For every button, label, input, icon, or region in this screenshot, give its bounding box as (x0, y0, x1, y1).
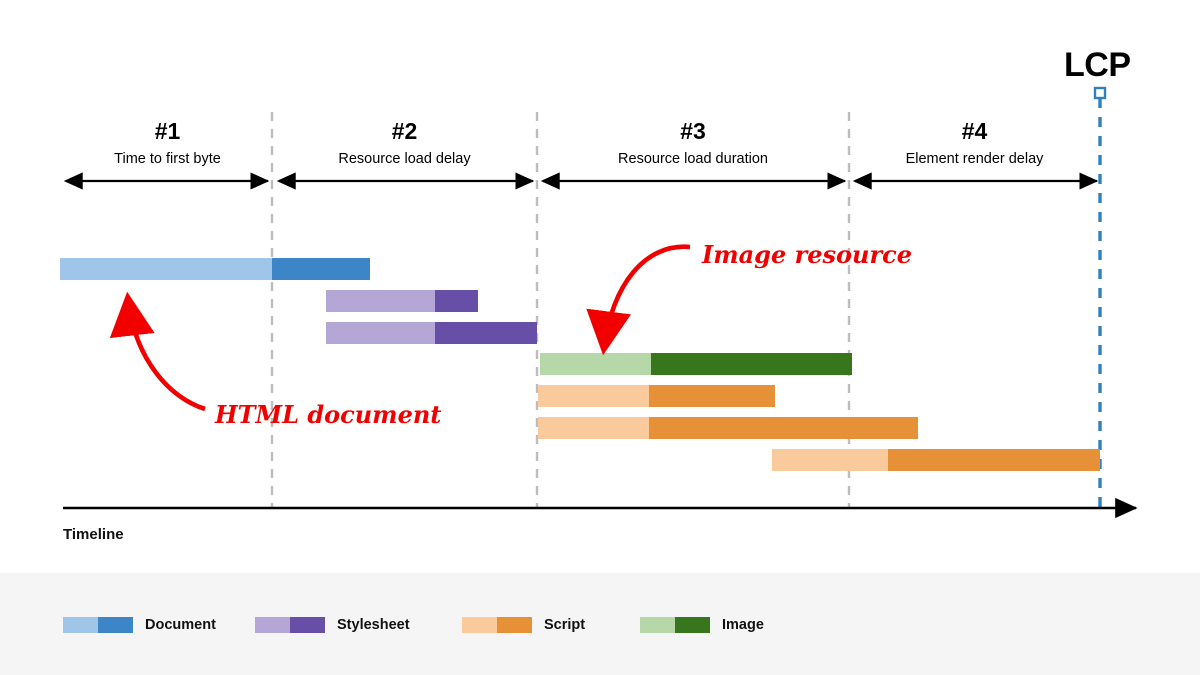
legend-swatch-script (462, 617, 532, 633)
bar-stylesheet-1 (326, 290, 478, 312)
phase-4-label: Element render delay (905, 151, 1044, 167)
annotation-arrow-image-resource (586, 244, 691, 356)
bar-script-3 (772, 449, 1100, 471)
legend-item-image: Image (640, 617, 764, 633)
bar-image (540, 353, 852, 375)
legend-item-document: Document (63, 617, 216, 633)
lcp-label: LCP (1064, 46, 1131, 84)
annotation-image-resource: Image resource (702, 240, 912, 269)
legend-label-document: Document (145, 617, 216, 633)
legend-swatch-stylesheet (255, 617, 325, 633)
legend-item-stylesheet: Stylesheet (255, 617, 410, 633)
legend-swatch-document (63, 617, 133, 633)
annotation-arrow-html-document (109, 291, 206, 412)
phase-dividers (270, 112, 851, 508)
legend-label-image: Image (722, 617, 764, 633)
phase-2-label: Resource load delay (338, 151, 471, 167)
lcp-marker-line (1093, 86, 1107, 508)
phase-3-label: Resource load duration (618, 151, 768, 167)
bar-script-2 (538, 417, 918, 439)
annotation-html-document: HTML document (215, 400, 442, 429)
legend-label-stylesheet: Stylesheet (337, 617, 410, 633)
phase-4-number: #4 (961, 118, 988, 144)
bar-stylesheet-2 (326, 322, 537, 344)
bar-document (60, 258, 370, 280)
bar-script-1 (538, 385, 775, 407)
legend-item-script: Script (462, 617, 585, 633)
timeline-axis-label: Timeline (63, 526, 124, 543)
legend-band (0, 573, 1200, 675)
legend-label-script: Script (544, 617, 586, 633)
phase-1-label: Time to first byte (114, 151, 221, 167)
phase-2-number: #2 (391, 118, 418, 144)
phase-3-number: #3 (680, 118, 706, 144)
legend-swatch-image (640, 617, 710, 633)
waterfall-bars (60, 258, 1100, 471)
phase-1-number: #1 (154, 118, 181, 144)
